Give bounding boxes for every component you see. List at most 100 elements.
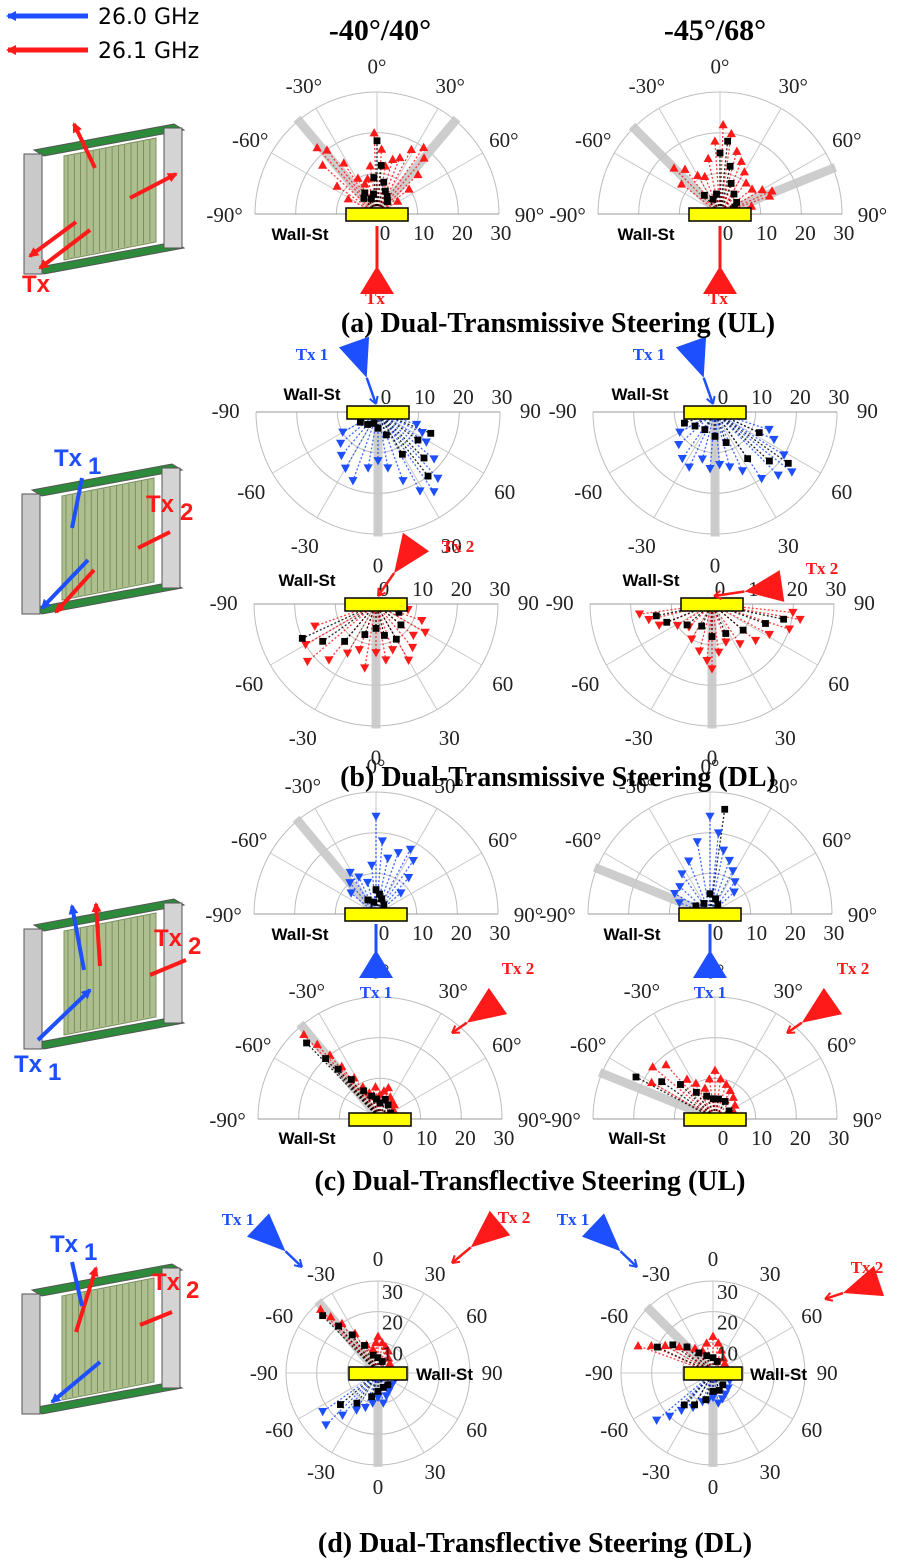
data-point-red [383,1353,394,1362]
radius-tick-label: 30 [491,385,512,409]
angle-tick-label: 30 [425,1460,446,1484]
data-point-red [704,1074,714,1083]
angle-tick-label: -30° [289,979,325,1003]
data-point-red [417,617,427,626]
data-point-blue [348,477,358,486]
data-point-black [427,429,435,437]
data-point-black [711,433,719,440]
data-ray [709,850,725,915]
wall-st-label: Wall-St [279,1129,336,1148]
radius-tick-label: 10 [416,1126,437,1150]
tx2-arrow-line [713,590,745,598]
data-point-black [368,1092,376,1100]
radius-tick-label: 30 [828,385,849,409]
data-ray [706,1355,714,1374]
data-point-black [395,608,403,616]
data-point-red [420,628,430,638]
tx1-arrow-tip [628,1258,638,1268]
data-point-black [364,421,371,428]
data-point-black [380,178,388,186]
data-point-blue [429,488,439,497]
data-ray [372,1355,379,1374]
data-point-red [383,1346,393,1355]
data-point-black [392,635,400,643]
data-point-blue [362,878,373,888]
data-point-black [714,901,722,909]
radius-tick-label: 30 [489,921,510,945]
data-ray [714,411,779,476]
data-point-red [716,1074,726,1083]
data-point-red [413,169,423,179]
angle-tick-label: 0 [373,553,384,577]
device-c [23,898,186,1050]
data-ray [377,411,435,460]
data-point-blue [377,837,387,846]
tx-arrow-head [360,266,394,294]
data-point-black [380,901,388,909]
tx1-line [70,477,84,529]
data-point-blue [318,1408,328,1417]
grid-spoke [375,852,482,915]
data-point-black [683,1343,691,1351]
data-point-red [707,665,717,674]
data-point-blue [729,888,739,897]
data-point-blue [674,440,684,450]
data-point-red [741,178,751,187]
radius-tick-label: 0 [718,1126,729,1150]
wall-st-label: Wall-St [416,1365,473,1384]
angle-tick-label: -90 [546,591,574,615]
radius-tick-label: 20 [717,1311,738,1335]
data-point-black [709,1095,717,1103]
angle-tick-label: -60° [575,128,611,152]
angle-tick-label: -90° [205,903,241,927]
data-point-red [728,1092,738,1101]
data-ray [696,841,711,915]
data-point-black [727,180,735,187]
data-point-red [342,649,353,658]
data-ray [711,603,801,621]
grid-spoke [274,1057,381,1120]
data-point-red [795,615,805,625]
data-point-red [339,158,349,167]
data-ray [711,603,770,636]
tx1-arrow-tip [369,395,379,405]
data-ray [661,1081,716,1120]
radius-tick-label: 30 [823,921,844,945]
data-point-black [377,161,385,169]
tx2-arrow-head [470,1210,511,1248]
data-point-red [324,656,334,665]
data-point-red [751,636,761,646]
tx2-arrow-tip [786,1025,796,1034]
legend: 26.0 GHz 26.1 GHz [6,5,199,64]
data-point-red [633,1341,643,1350]
data-ray [375,860,414,915]
data-ray [709,870,734,915]
data-point-blue [713,829,724,838]
data-point-red [326,1312,336,1321]
tx1-label: Tx 1 [296,345,329,364]
data-point-black [384,198,391,205]
data-point-blue [675,428,685,437]
data-ray [375,603,397,640]
data-point-black [681,419,688,427]
data-point-black [721,805,729,813]
radius-tick-label: 20 [795,221,816,245]
tx1-arrow-head [359,950,393,978]
data-point-red [700,1083,710,1092]
data-point-black [780,615,788,623]
radius-tick-label: 20 [451,577,472,601]
data-point-red [647,1077,657,1087]
data-point-black [420,454,428,462]
data-point-black [692,902,700,910]
data-ray [346,603,377,654]
out-arrow-red [91,902,102,967]
angle-tick-label: 0 [710,553,721,577]
angle-tick-label: -90 [212,399,240,423]
tx2-arrow-c-1: Tx 2 [786,959,869,1035]
data-point-red [310,622,320,631]
data-ray [314,603,377,627]
data-point-black [368,1393,376,1401]
